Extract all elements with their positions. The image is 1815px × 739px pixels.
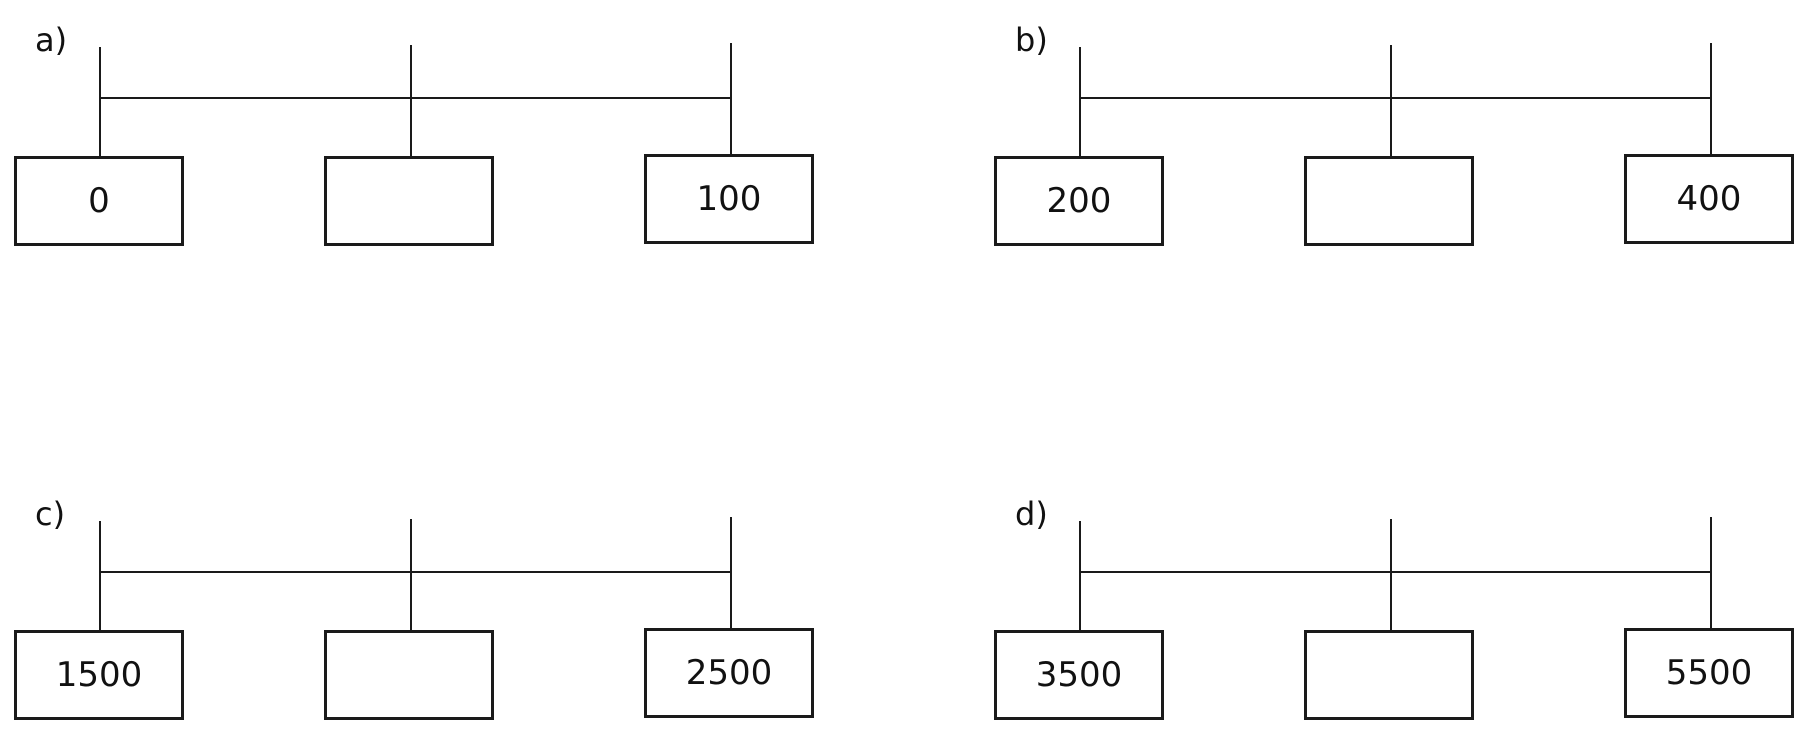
left-value-box: 3500 (994, 630, 1164, 720)
right-value: 2500 (685, 653, 773, 693)
part-label: a) (35, 21, 68, 59)
left-value-box: 0 (14, 156, 184, 246)
middle-tick (1390, 45, 1392, 157)
middle-tick (410, 45, 412, 157)
middle-answer-box[interactable] (324, 156, 494, 246)
right-value: 400 (1676, 179, 1742, 219)
right-tick (1710, 43, 1712, 155)
right-tick (1710, 517, 1712, 629)
middle-answer-box[interactable] (1304, 630, 1474, 720)
middle-tick (410, 519, 412, 631)
middle-tick (1390, 519, 1392, 631)
number-line (1080, 97, 1712, 99)
right-value-box: 100 (644, 154, 814, 244)
left-tick (99, 521, 101, 631)
number-line (1080, 571, 1712, 573)
left-value-box: 1500 (14, 630, 184, 720)
number-line (100, 571, 732, 573)
number-line (100, 97, 732, 99)
left-tick (1079, 521, 1081, 631)
left-tick (99, 47, 101, 157)
right-value-box: 5500 (1624, 628, 1794, 718)
right-value: 100 (696, 179, 762, 219)
left-value: 1500 (55, 655, 143, 695)
left-value: 200 (1046, 181, 1112, 221)
part-label: b) (1015, 21, 1048, 59)
part-label: d) (1015, 495, 1048, 533)
right-value: 5500 (1665, 653, 1753, 693)
part-label: c) (35, 495, 66, 533)
right-value-box: 2500 (644, 628, 814, 718)
left-value: 0 (88, 181, 110, 221)
left-value: 3500 (1035, 655, 1123, 695)
left-tick (1079, 47, 1081, 157)
middle-answer-box[interactable] (1304, 156, 1474, 246)
right-tick (730, 517, 732, 629)
right-tick (730, 43, 732, 155)
middle-answer-box[interactable] (324, 630, 494, 720)
right-value-box: 400 (1624, 154, 1794, 244)
left-value-box: 200 (994, 156, 1164, 246)
